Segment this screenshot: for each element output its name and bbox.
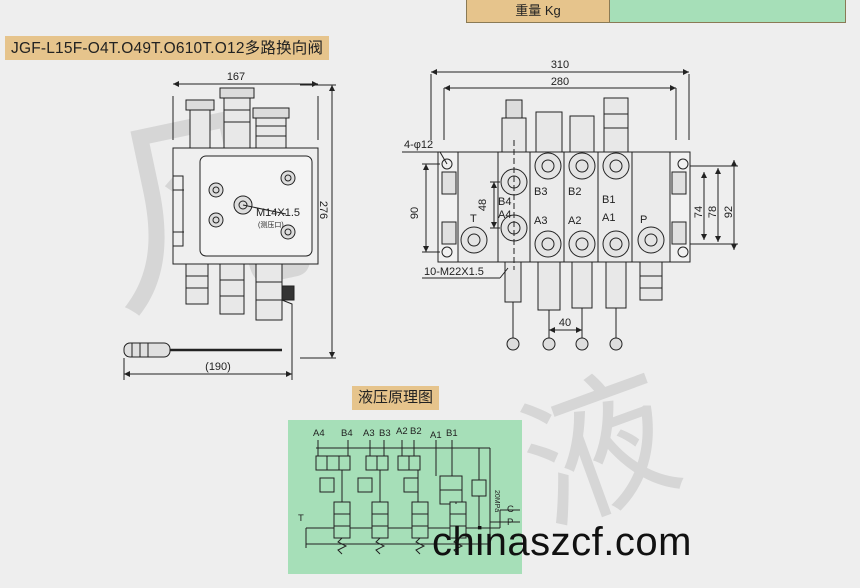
dim-48: 48 [477,199,489,211]
port-a3: A3 [534,215,547,227]
dim-total-length: 310 [551,59,569,71]
weight-value [610,0,845,22]
dim-handle-length: (190) [205,361,231,373]
front-view [402,69,738,351]
schematic-a2: A2 [396,426,408,437]
mount-holes-label: 4-φ12 [404,139,433,151]
weight-table: 重量 Kg [466,0,846,23]
schematic-c: C [507,504,514,515]
port-b1: B1 [602,194,615,206]
dim-78: 78 [707,206,719,218]
schematic-b2: B2 [410,426,422,437]
weight-label: 重量 Kg [467,0,610,22]
schematic-b1: B1 [446,428,458,439]
schematic-a4: A4 [313,428,325,439]
port-a1: A1 [602,212,615,224]
dim-inner-length: 280 [551,76,569,88]
website-label: chinaszcf.com [432,520,692,564]
dim-92: 92 [723,206,735,218]
dim-74: 74 [693,206,705,218]
pressure-port-note: (测压口) [258,221,284,229]
hydraulic-schematic-panel [288,420,522,574]
side-view [123,81,336,380]
schematic-a3: A3 [363,428,375,439]
port-p: P [640,214,647,226]
port-a2: A2 [568,215,581,227]
schematic-b3: B3 [379,428,391,439]
hydraulic-schematic [305,440,520,555]
dim-side-width: 167 [227,71,245,83]
schematic-b4: B4 [341,428,353,439]
dim-side-height: 276 [317,201,329,219]
schematic-t: T [298,513,304,524]
port-b2: B2 [568,186,581,198]
schematic-a1: A1 [430,430,442,441]
hydraulic-diagram-title: 液压原理图 [352,386,440,410]
dim-40: 40 [559,317,571,329]
pressure-port-label: M14X1.5 [256,207,300,219]
thread-label: 10-M22X1.5 [424,266,484,278]
port-b3: B3 [534,186,547,198]
port-b4: B4 [498,196,511,208]
dim-90: 90 [409,207,421,219]
product-title: JGF-L15F-O4T.O49T.O610T.O12多路换向阀 [5,36,330,60]
schematic-relief-pressure: 20MPa [493,490,500,512]
schematic-p: P [507,517,513,528]
port-t: T [470,213,477,225]
port-a4: A4 [498,209,511,221]
